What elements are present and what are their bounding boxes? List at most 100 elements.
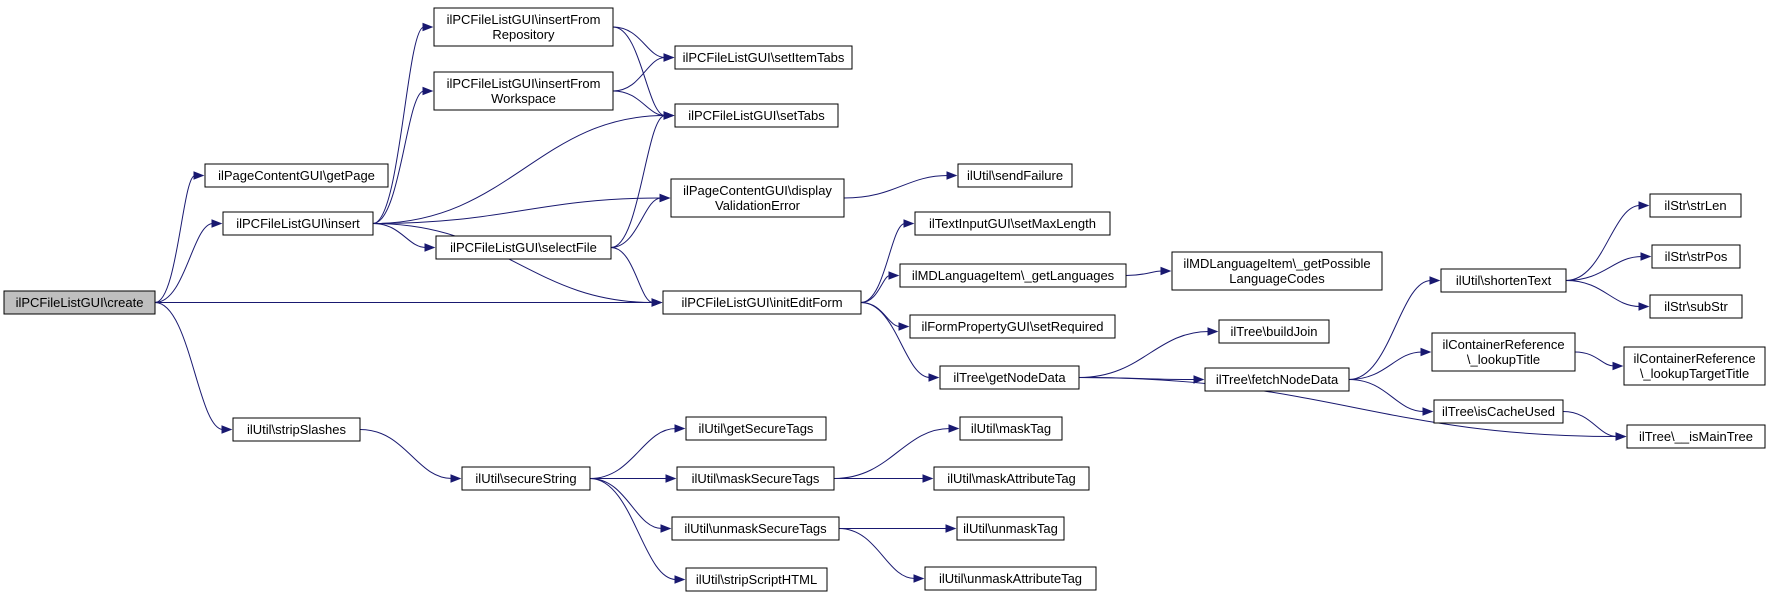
- edge-line: [610, 197, 662, 248]
- arrowhead-icon: [665, 474, 677, 483]
- node-box: [1649, 193, 1742, 218]
- node-box: [1431, 332, 1576, 372]
- node-set-max-length[interactable]: ilTextInputGUI\setMaxLength: [914, 211, 1111, 236]
- node-insert[interactable]: ilPCFileListGUI\insert: [222, 211, 374, 236]
- node-label: ilPCFileListGUI\selectFile: [450, 240, 597, 255]
- node-label: ilPCFileListGUI\insertFrom: [447, 12, 601, 27]
- node-label: ilTree\isCacheUsed: [1442, 404, 1555, 419]
- node-unmask-tag[interactable]: ilUtil\unmaskTag: [956, 516, 1065, 541]
- node-label: ilUtil\stripScriptHTML: [696, 572, 817, 587]
- node-strip-script-html[interactable]: ilUtil\stripScriptHTML: [685, 567, 828, 592]
- arrowhead-icon: [948, 424, 960, 433]
- node-box: [3, 290, 156, 315]
- arrowhead-icon: [922, 474, 934, 483]
- node-strip-slashes[interactable]: ilUtil\stripSlashes: [232, 417, 361, 442]
- node-sub-str[interactable]: ilStr\subStr: [1649, 294, 1743, 319]
- edge-insert-from-repository-to-set-tabs: [612, 26, 675, 120]
- arrowhead-icon: [1422, 407, 1434, 416]
- node-box: [433, 71, 614, 111]
- edge-line: [860, 275, 891, 303]
- edge-select-file-to-set-tabs: [610, 111, 675, 248]
- edge-lookup-title-to-lookup-target-title: [1574, 351, 1624, 371]
- node-box: [204, 163, 389, 188]
- node-is-cache-used[interactable]: ilTree\isCacheUsed: [1433, 399, 1564, 424]
- node-get-possible-language-codes[interactable]: ilMDLanguageItem\_getPossibleLanguageCod…: [1171, 251, 1383, 291]
- edge-line: [1565, 280, 1641, 307]
- node-label: ilUtil\unmaskTag: [963, 521, 1058, 536]
- edge-line: [612, 57, 666, 92]
- edge-line: [372, 197, 662, 224]
- edge-line: [843, 175, 949, 199]
- edge-shorten-text-to-str-pos: [1565, 252, 1652, 281]
- edge-mask-secure-tags-to-mask-tag: [833, 424, 960, 479]
- arrowhead-icon: [1160, 266, 1172, 276]
- arrowhead-icon: [211, 219, 223, 228]
- node-str-len[interactable]: ilStr\strLen: [1649, 193, 1742, 218]
- node-lookup-title[interactable]: ilContainerReference\_lookupTitle: [1431, 332, 1576, 372]
- node-mask-attribute-tag[interactable]: ilUtil\maskAttributeTag: [933, 466, 1090, 491]
- edge-get-languages-to-get-possible-language-codes: [1125, 266, 1172, 276]
- node-box: [685, 416, 827, 441]
- edge-line: [154, 302, 224, 430]
- node-get-node-data[interactable]: ilTree\getNodeData: [939, 365, 1080, 390]
- node-set-tabs[interactable]: ilPCFileListGUI\setTabs: [674, 103, 839, 128]
- node-select-file[interactable]: ilPCFileListGUI\selectFile: [435, 235, 612, 260]
- edge-secure-string-to-strip-script-html: [589, 478, 686, 584]
- node-create[interactable]: ilPCFileListGUI\create: [3, 290, 156, 315]
- node-mask-secure-tags[interactable]: ilUtil\maskSecureTags: [676, 466, 835, 491]
- edge-display-validation-error-to-send-failure: [843, 171, 958, 199]
- edge-unmask-secure-tags-to-unmask-attribute-tag: [838, 528, 925, 583]
- edge-insert-to-insert-from-repository: [372, 22, 434, 224]
- node-label: ilPCFileListGUI\setTabs: [688, 108, 825, 123]
- arrowhead-icon: [898, 322, 910, 331]
- arrowhead-icon: [193, 171, 205, 180]
- edge-line: [154, 223, 214, 303]
- node-build-join[interactable]: ilTree\buildJoin: [1218, 319, 1330, 344]
- node-shorten-text[interactable]: ilUtil\shortenText: [1440, 268, 1567, 293]
- node-box: [1433, 399, 1564, 424]
- node-get-languages[interactable]: ilMDLanguageItem\_getLanguages: [899, 263, 1127, 288]
- edge-line: [860, 223, 906, 303]
- edge-line: [1078, 377, 1618, 437]
- edge-init-edit-form-to-set-max-length: [860, 219, 915, 303]
- edge-fetch-node-data-to-lookup-title: [1348, 347, 1432, 380]
- edge-line: [610, 115, 666, 248]
- node-box: [670, 178, 845, 218]
- node-box: [956, 516, 1065, 541]
- node-set-required[interactable]: ilFormPropertyGUI\setRequired: [909, 314, 1116, 339]
- node-secure-string[interactable]: ilUtil\secureString: [461, 466, 591, 491]
- edge-fetch-node-data-to-is-cache-used: [1348, 379, 1434, 416]
- node-fetch-node-data[interactable]: ilTree\fetchNodeData: [1204, 367, 1350, 392]
- node-mask-tag[interactable]: ilUtil\maskTag: [959, 416, 1063, 441]
- node-label: ilContainerReference: [1633, 351, 1755, 366]
- edge-line: [372, 26, 425, 224]
- node-get-page[interactable]: ilPageContentGUI\getPage: [204, 163, 389, 188]
- arrowhead-icon: [660, 524, 672, 533]
- arrowhead-icon: [1612, 361, 1624, 371]
- node-set-item-tabs[interactable]: ilPCFileListGUI\setItemTabs: [674, 45, 853, 70]
- node-lookup-target-title[interactable]: ilContainerReference\_lookupTargetTitle: [1623, 346, 1766, 386]
- edge-is-cache-used-to-is-main-tree: [1562, 411, 1627, 441]
- node-unmask-attribute-tag[interactable]: ilUtil\unmaskAttributeTag: [924, 566, 1097, 591]
- node-is-main-tree[interactable]: ilTree\__isMainTree: [1626, 424, 1766, 449]
- node-box: [435, 235, 612, 260]
- node-box: [1623, 346, 1766, 386]
- arrowhead-icon: [1615, 432, 1627, 441]
- arrowhead-icon: [1429, 276, 1441, 285]
- node-send-failure[interactable]: ilUtil\sendFailure: [957, 163, 1073, 188]
- node-label: ilUtil\unmaskSecureTags: [684, 521, 827, 536]
- node-str-pos[interactable]: ilStr\strPos: [1651, 244, 1741, 269]
- node-box: [232, 417, 361, 442]
- node-box: [1649, 294, 1743, 319]
- arrowhead-icon: [913, 574, 925, 583]
- node-label: ilContainerReference: [1442, 337, 1564, 352]
- edge-shorten-text-to-sub-str: [1565, 280, 1650, 311]
- node-init-edit-form[interactable]: ilPCFileListGUI\initEditForm: [662, 290, 862, 315]
- arrowhead-icon: [221, 425, 233, 434]
- node-unmask-secure-tags[interactable]: ilUtil\unmaskSecureTags: [671, 516, 840, 541]
- node-get-secure-tags[interactable]: ilUtil\getSecureTags: [685, 416, 827, 441]
